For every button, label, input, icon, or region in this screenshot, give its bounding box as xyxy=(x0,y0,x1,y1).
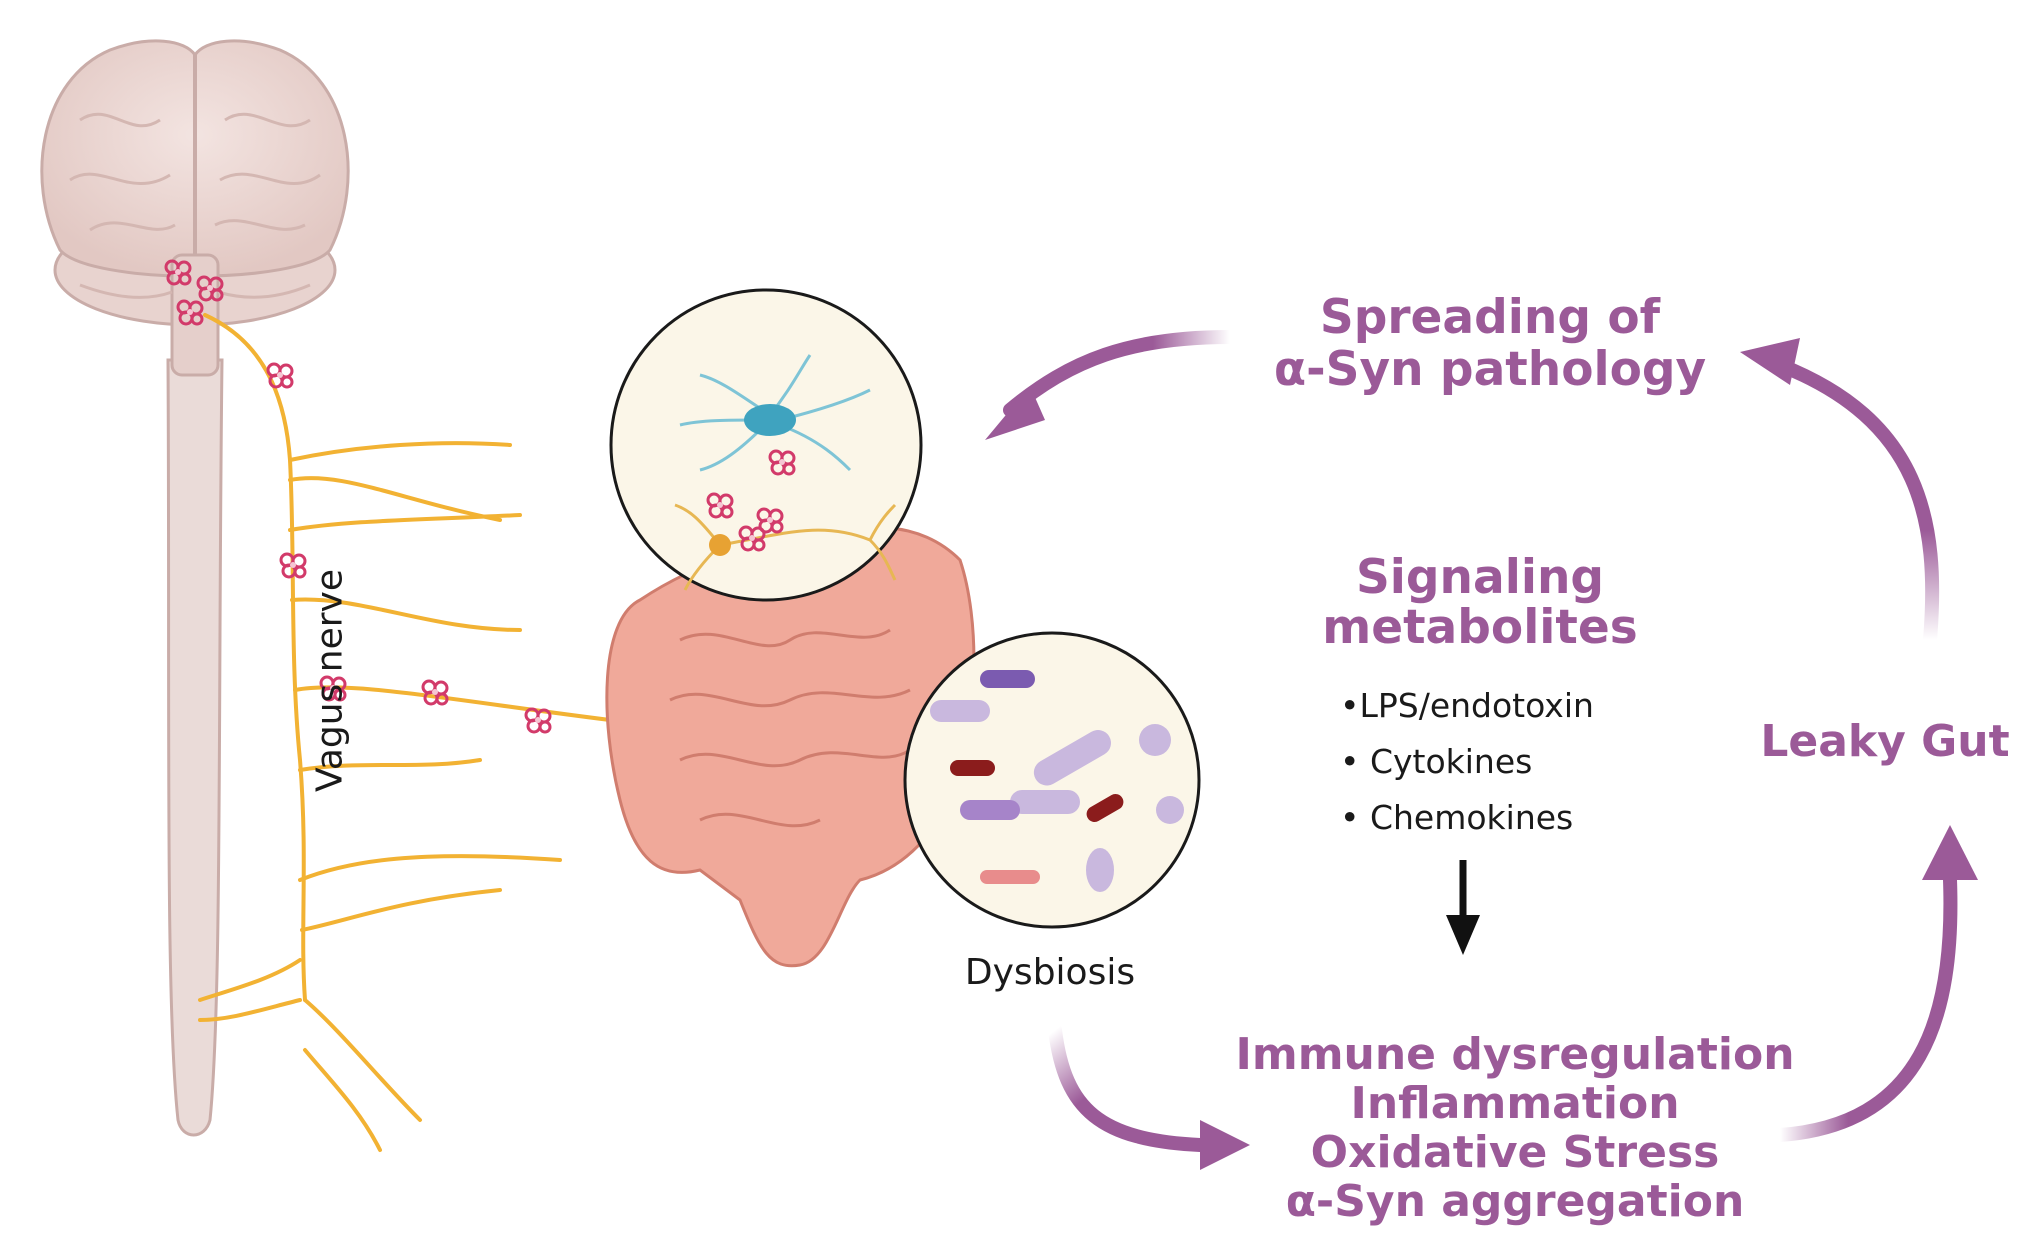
bacteria-icon xyxy=(903,631,1201,929)
arrow-spreading-head xyxy=(985,386,1045,440)
effect-item: Inflammation xyxy=(1350,1078,1680,1129)
intestine-icon xyxy=(605,526,976,968)
signal-arrow xyxy=(1446,860,1480,955)
arrow-effects-head xyxy=(1922,825,1978,880)
metabolite-list: •LPS/endotoxin • Cytokines • Chemokines xyxy=(1340,678,1594,846)
metabolite-item: •LPS/endotoxin xyxy=(1340,686,1594,725)
alpha-synuclein-icon xyxy=(164,259,552,734)
arrow-effects-to-leaky xyxy=(1773,873,1958,1142)
arrow-dysbiosis-head xyxy=(1200,1120,1250,1170)
effect-item: α-Syn aggregation xyxy=(1285,1176,1745,1227)
cycle-arrows xyxy=(985,330,1978,1170)
effect-item: Immune dysregulation xyxy=(1235,1029,1795,1080)
arrow-spreading-to-brain xyxy=(1003,330,1237,417)
neuron-icon xyxy=(609,288,923,602)
spreading-line-1: Spreading of xyxy=(1319,290,1661,345)
vagus-nerve-label: Vagus nerve xyxy=(309,569,351,792)
signaling-line-2: metabolites xyxy=(1322,600,1638,655)
brain-icon xyxy=(40,39,350,377)
signaling-label: Signaling metabolites xyxy=(1280,553,1680,653)
effect-item: Oxidative Stress xyxy=(1310,1127,1720,1178)
arrow-leaky-to-spreading xyxy=(1773,358,1940,647)
spinal-cord-icon xyxy=(166,358,224,1137)
metabolite-item: • Cytokines xyxy=(1340,742,1533,781)
metabolite-item: • Chemokines xyxy=(1340,798,1574,837)
spreading-label: Spreading of α-Syn pathology xyxy=(1230,292,1750,396)
arrow-dysbiosis-to-effects xyxy=(1048,1023,1207,1152)
vagus-nerve-icon xyxy=(198,313,612,1152)
dysbiosis-label: Dysbiosis xyxy=(964,952,1136,993)
arrow-leaky-head xyxy=(1740,338,1800,385)
spreading-line-2: α-Syn pathology xyxy=(1273,342,1707,397)
effects-label: Immune dysregulation Inflammation Oxidat… xyxy=(1215,1030,1815,1226)
leaky-gut-label: Leaky Gut xyxy=(1760,716,2010,767)
signaling-line-1: Signaling xyxy=(1355,550,1605,605)
